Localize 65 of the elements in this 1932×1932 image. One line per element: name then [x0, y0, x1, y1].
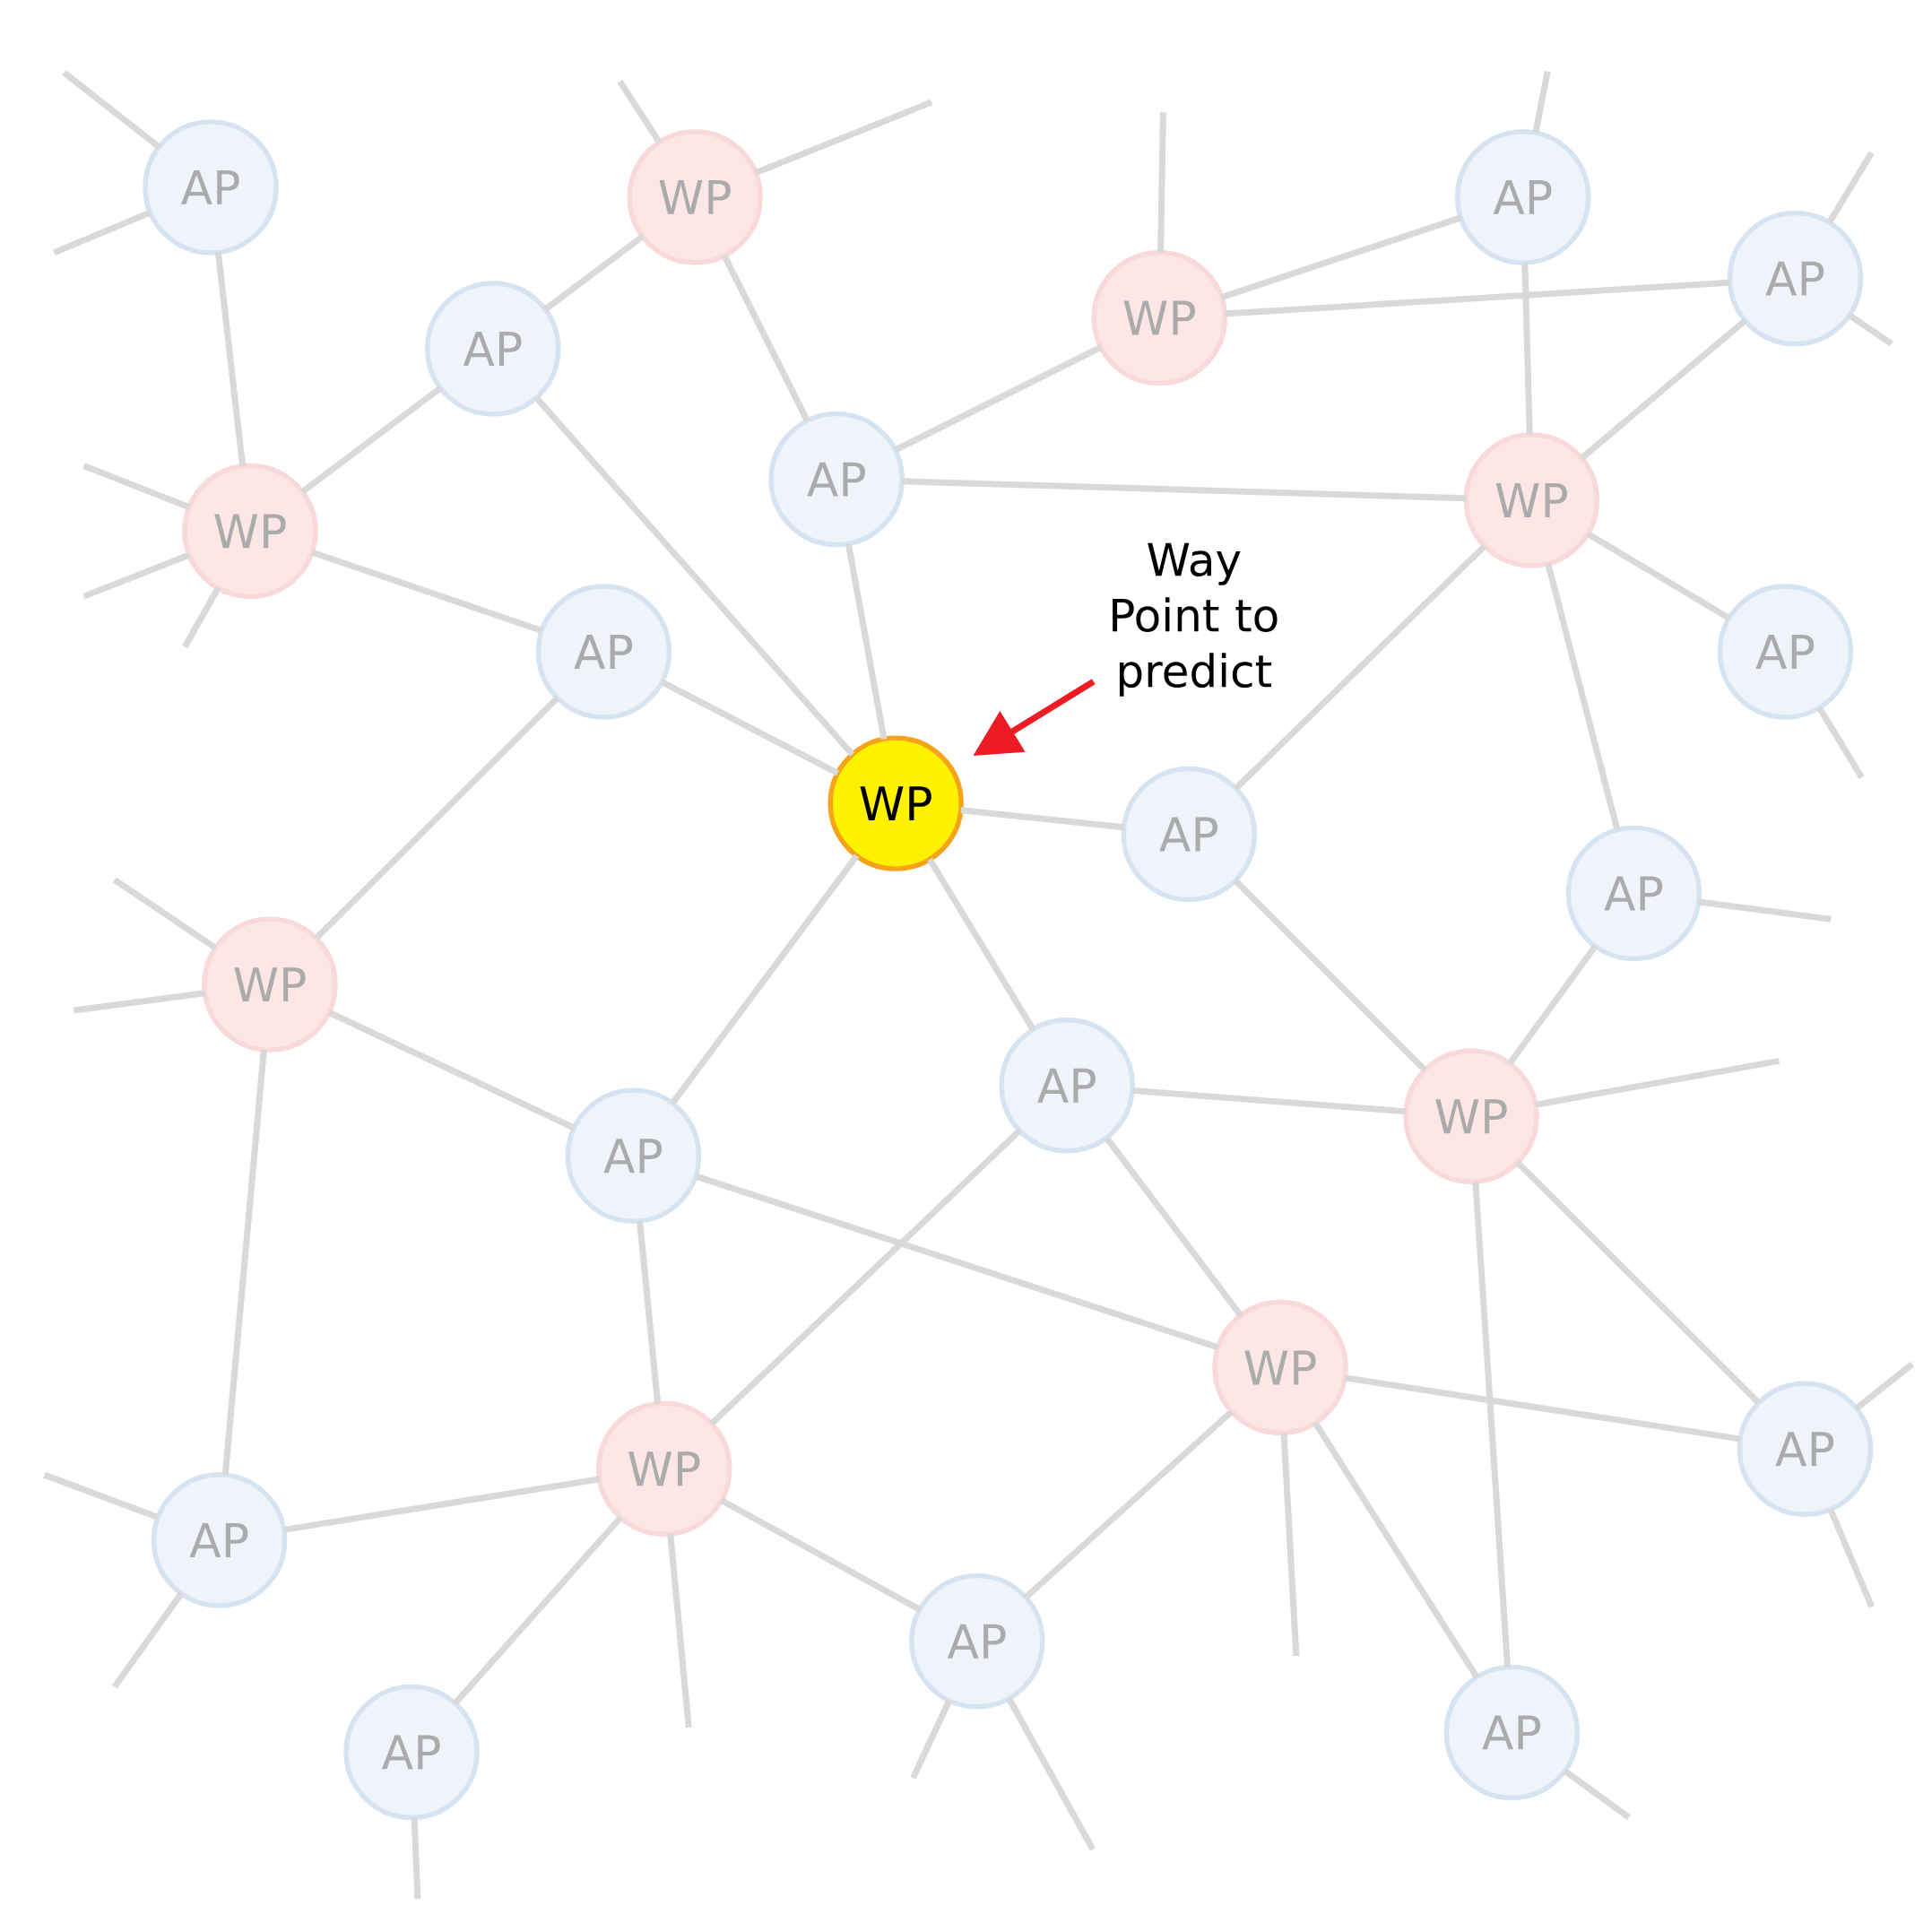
connector-line: [617, 79, 663, 144]
connector-line: [1532, 71, 1551, 134]
connector-line: [754, 99, 933, 176]
connector-line: [82, 463, 191, 510]
connector-line: [533, 395, 855, 757]
connector-line: [1234, 543, 1487, 791]
connector-line: [927, 857, 1036, 1032]
connector-line: [182, 586, 221, 649]
connector-line: [310, 549, 543, 634]
connector-line: [221, 1049, 267, 1476]
connector-line: [1698, 898, 1832, 923]
connector-line: [1104, 1136, 1243, 1318]
connector-line: [1847, 312, 1893, 347]
connector-line: [112, 877, 218, 951]
connector-line: [1854, 1361, 1915, 1411]
connector-line: [411, 1817, 421, 1900]
connector-line: [1224, 279, 1730, 317]
connector-line: [327, 1009, 576, 1131]
connector-line: [283, 1476, 601, 1533]
connector-line: [543, 233, 645, 312]
connector-line: [111, 1591, 185, 1689]
connector-line: [1816, 706, 1865, 780]
connector-line: [1586, 531, 1731, 621]
connector-line: [694, 1173, 1219, 1351]
connector-line: [1827, 1508, 1875, 1608]
connector-line: [902, 478, 1467, 502]
connector-line: [43, 1471, 160, 1520]
connector-line: [74, 990, 206, 1014]
connector-line: [1220, 214, 1462, 300]
connector-line: [214, 252, 247, 467]
connector-line: [721, 254, 810, 422]
connector-line: [1313, 1421, 1480, 1679]
connector-line: [62, 70, 161, 150]
connector-line: [720, 1497, 922, 1613]
connector-line: [670, 853, 860, 1105]
connector-line: [1563, 1768, 1631, 1821]
connector-line: [1826, 151, 1875, 225]
connector-line: [1521, 262, 1533, 436]
connector-line: [1472, 1181, 1512, 1668]
connector-line: [709, 1128, 1022, 1426]
connector-line: [53, 209, 152, 256]
connector-line: [637, 1220, 662, 1404]
connector-line: [1233, 878, 1427, 1073]
connector-line: [1344, 1374, 1741, 1443]
connector-line: [1545, 562, 1621, 831]
connector-line: [1157, 112, 1166, 253]
connector-line: [1131, 1087, 1407, 1115]
connector-line: [660, 679, 839, 776]
connector-line: [1023, 1408, 1235, 1600]
connector-line: [1006, 1696, 1096, 1851]
connector-line: [960, 807, 1125, 831]
connector-line: [1535, 1057, 1780, 1108]
connector-line: [845, 542, 888, 740]
connector-line: [1280, 1433, 1300, 1657]
connector-line: [82, 551, 191, 600]
connector-line: [910, 1699, 953, 1780]
connector-line: [893, 344, 1103, 454]
connector-line: [453, 1515, 623, 1706]
connector-line: [1507, 944, 1598, 1066]
connector-line: [1515, 1160, 1762, 1406]
connector-line: [300, 386, 443, 495]
connector-line: [314, 696, 560, 941]
connector-line: [1580, 317, 1747, 461]
connector-line: [667, 1533, 692, 1728]
callout-text: Way Point to predict: [1113, 542, 1278, 697]
